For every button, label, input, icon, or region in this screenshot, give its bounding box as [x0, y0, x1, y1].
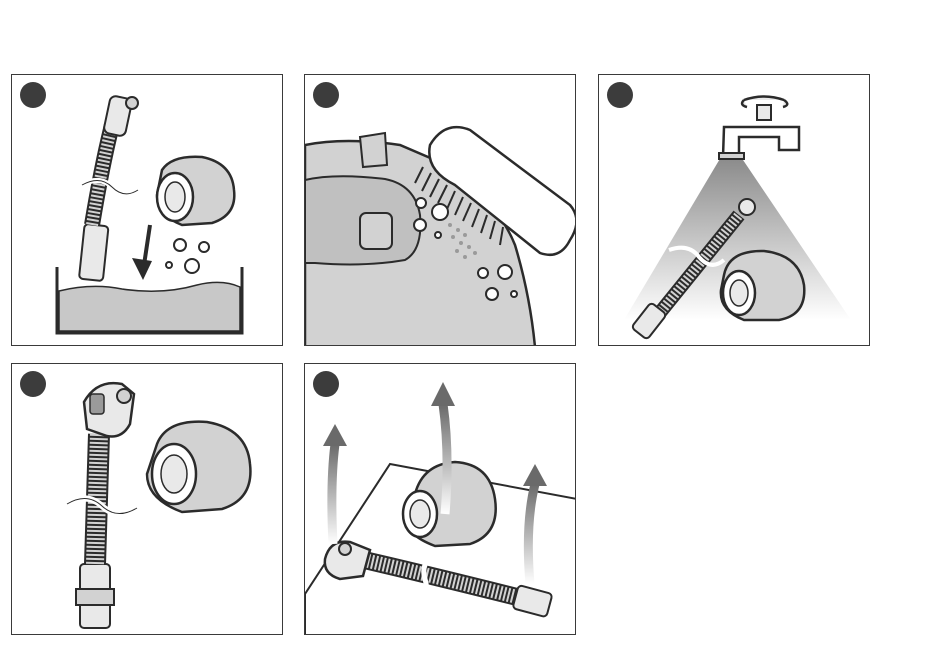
brush-illustration	[305, 75, 576, 346]
step-badge-3	[607, 82, 633, 108]
step-badge-5	[313, 371, 339, 397]
air-dry-illustration	[305, 364, 576, 635]
step-5-panel	[304, 363, 576, 635]
step-1-panel	[11, 74, 283, 346]
drop-arrow-icon	[132, 225, 152, 280]
tube-icon	[79, 95, 138, 281]
rinse-illustration	[599, 75, 870, 346]
step-badge-2	[313, 82, 339, 108]
faucet-icon	[719, 97, 799, 160]
cushion-icon	[147, 422, 250, 512]
step-badge-4	[20, 371, 46, 397]
step-badge-1	[20, 82, 46, 108]
step-2-panel	[304, 74, 576, 346]
soak-illustration	[12, 75, 283, 346]
step-4-panel	[11, 363, 283, 635]
bubbles-icon	[166, 239, 209, 273]
cushion-icon	[157, 157, 234, 225]
cushion-icon	[721, 251, 804, 320]
step-3-panel	[598, 74, 870, 346]
tube-icon	[67, 383, 137, 628]
clean-parts-illustration	[12, 364, 283, 635]
